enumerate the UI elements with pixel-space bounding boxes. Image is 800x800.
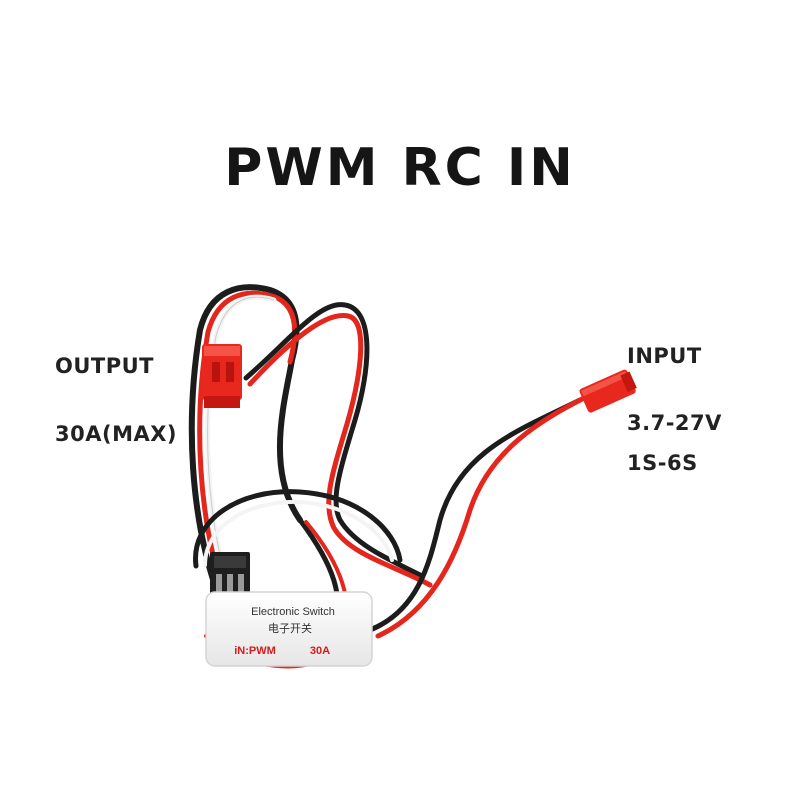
input-voltage: 3.7-27V	[627, 411, 722, 435]
module-name-cn: 电子开关	[268, 621, 312, 635]
pwm-servo-connector	[210, 552, 250, 600]
page-title: PWM RC IN	[224, 138, 576, 198]
output-spec: 30A(MAX)	[55, 422, 178, 446]
output-label: OUTPUT	[55, 354, 154, 378]
module-signal: iN:PWM	[234, 645, 276, 657]
input-label: INPUT	[627, 344, 702, 368]
input-cells: 1S-6S	[627, 451, 698, 475]
electronic-switch-module: Electronic Switch 电子开关 iN:PWM 30A	[205, 591, 373, 667]
module-current: 30A	[310, 645, 330, 657]
module-name: Electronic Switch	[251, 606, 335, 618]
input-jst-connector	[579, 369, 637, 413]
input-wires	[367, 392, 593, 639]
output-jst-connector	[202, 344, 242, 408]
